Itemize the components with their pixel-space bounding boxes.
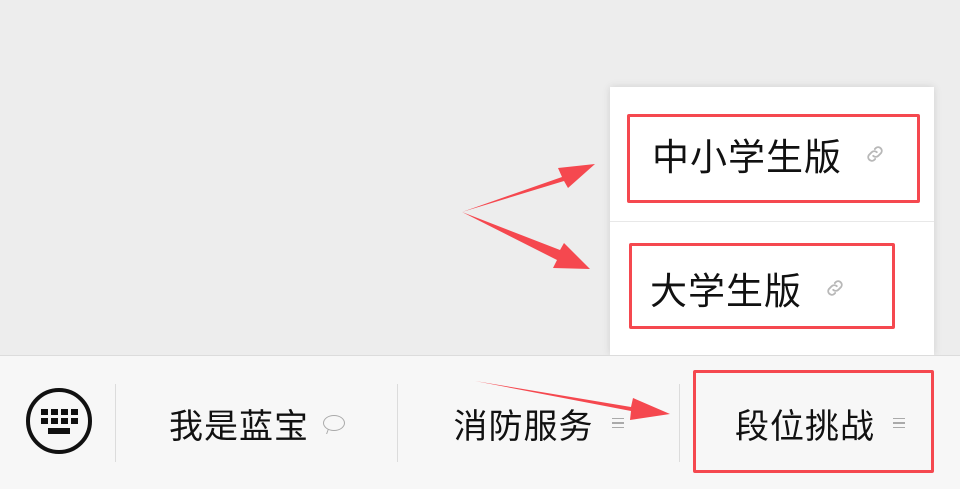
menu-divider (397, 384, 398, 462)
keyboard-toggle-button[interactable] (26, 388, 92, 454)
submenu-item-university[interactable]: 大学生版 (610, 221, 934, 355)
menu-divider (679, 384, 680, 462)
menu-item-label: 我是蓝宝 (169, 406, 309, 447)
submenu-lines-icon (611, 417, 624, 429)
link-icon (827, 280, 843, 296)
keyboard-spacebar-glyph (48, 427, 70, 434)
menu-divider (115, 384, 116, 462)
submenu-separator (610, 221, 934, 222)
submenu-item-label: 中小学生版 (652, 136, 842, 179)
keyboard-icon (40, 408, 78, 424)
menu-bar (0, 355, 960, 489)
submenu-item-middle-school[interactable]: 中小学生版 (610, 87, 934, 221)
menu-item-fire-service[interactable]: 消防服务 (398, 385, 679, 461)
menu-item-label: 消防服务 (453, 406, 594, 447)
menu-item-lanbao[interactable]: 我是蓝宝 (116, 385, 398, 461)
link-icon (867, 146, 883, 162)
submenu-lines-icon (893, 417, 905, 429)
submenu-popup: 中小学生版 大学生版 (610, 87, 934, 355)
menu-item-label: 段位挑战 (735, 406, 875, 447)
menu-item-rank-challenge[interactable]: 段位挑战 (680, 385, 960, 461)
chat-bubble-icon (323, 415, 345, 431)
submenu-item-label: 大学生版 (650, 270, 802, 313)
